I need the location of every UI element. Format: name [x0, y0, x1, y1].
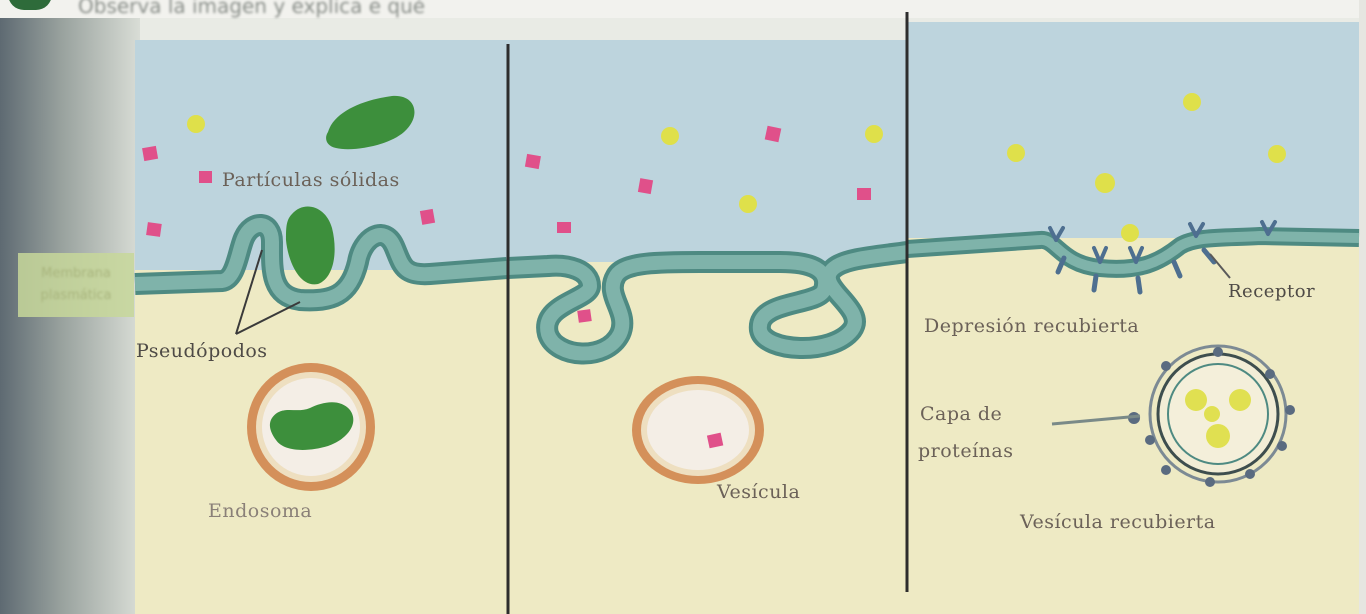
label-receptor: Receptor — [1228, 281, 1315, 302]
label-pseudopods: Pseudópodos — [136, 340, 268, 362]
label-coated-pit: Depresión recubierta — [924, 315, 1139, 337]
side-tab-label: Membrana plasmática — [24, 263, 128, 307]
label-protein-layer-line2: proteínas — [918, 440, 1013, 462]
vesicle — [632, 376, 764, 484]
label-vesicle: Vesícula — [717, 481, 800, 503]
label-coated-vesicle: Vesícula recubierta — [1020, 511, 1216, 533]
label-solid-particles: Partículas sólidas — [222, 169, 400, 191]
label-endosome: Endosoma — [208, 500, 312, 522]
extracellular-fluid — [507, 40, 907, 280]
extracellular-fluid — [907, 22, 1359, 242]
endosome — [247, 363, 375, 491]
label-protein-layer-line1: Capa de — [920, 403, 1002, 425]
right-page-margin — [1359, 0, 1366, 614]
